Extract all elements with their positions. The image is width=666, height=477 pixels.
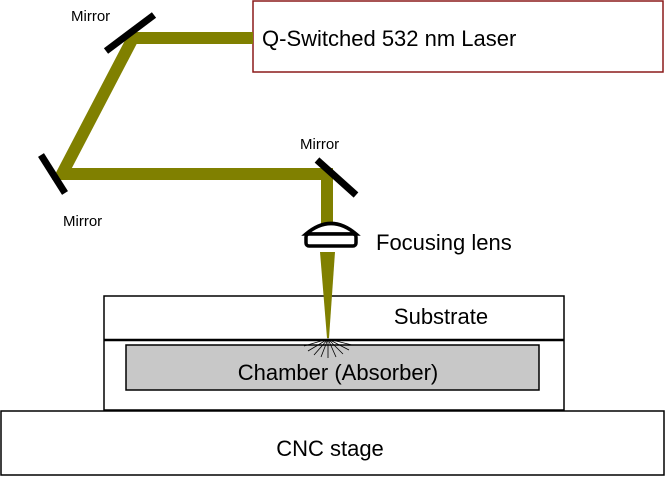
- mirror-icon: [38, 153, 68, 195]
- focusing-lens-icon: [301, 221, 361, 248]
- chamber-box: [125, 344, 540, 391]
- laser-source: Q-Switched 532 nm Laser: [252, 0, 664, 73]
- cnc-stage: CNC stage: [0, 410, 665, 476]
- absorption-burst-icon: [303, 338, 353, 358]
- beam-path: [52, 32, 333, 224]
- focused-beam-cone: [320, 252, 335, 338]
- chamber: Chamber (Absorber): [125, 344, 540, 391]
- chamber-label: Chamber (Absorber): [238, 360, 439, 385]
- mirror-left-label: Mirror: [63, 213, 102, 230]
- mirror-icon: [103, 12, 157, 54]
- laser-beam: [52, 32, 335, 338]
- mirror-right-label: Mirror: [300, 136, 339, 153]
- laser-label: Q-Switched 532 nm Laser: [262, 26, 516, 51]
- cnc-stage-label: CNC stage: [276, 436, 384, 461]
- focusing-lens-label: Focusing lens: [376, 230, 512, 255]
- mirror-icon: [314, 157, 359, 198]
- substrate-label: Substrate: [394, 304, 488, 329]
- mirror-top-label: Mirror: [71, 8, 110, 25]
- cnc-stage-box: [0, 410, 665, 476]
